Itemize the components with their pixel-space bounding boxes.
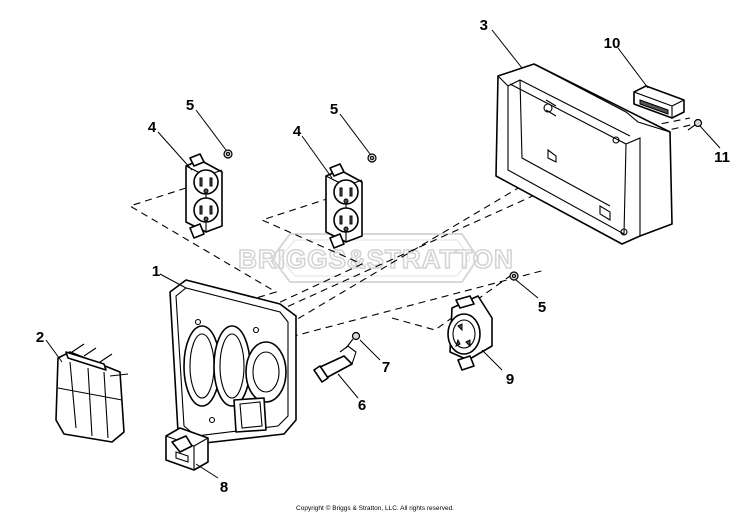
callout-11: 11 bbox=[714, 149, 730, 166]
part-5-nut-c bbox=[509, 271, 519, 281]
callout-5-left: 5 bbox=[186, 97, 194, 114]
callout-5-lower: 5 bbox=[538, 299, 546, 316]
part-5-nut-a bbox=[223, 149, 233, 159]
part-8-breaker bbox=[165, 427, 209, 471]
part-5-nut-b bbox=[367, 153, 377, 163]
part-3-housing bbox=[495, 63, 673, 245]
part-10-switch bbox=[633, 85, 685, 119]
part-7-screw bbox=[345, 331, 361, 349]
copyright-notice: Copyright © Briggs & Stratton, LLC. All … bbox=[296, 504, 454, 512]
callout-labels: 3 10 11 4 5 4 5 5 1 2 7 6 9 8 bbox=[36, 17, 730, 496]
part-2-cover bbox=[55, 343, 129, 443]
part-4-receptacle-right bbox=[325, 163, 363, 249]
callout-4-right: 4 bbox=[293, 123, 302, 140]
callout-4-left: 4 bbox=[148, 119, 157, 136]
part-1-faceplate bbox=[169, 279, 297, 445]
watermark-logo: BRIGGS&STRATTON bbox=[237, 233, 514, 283]
part-4-receptacle-left bbox=[185, 153, 223, 239]
callout-8: 8 bbox=[220, 479, 228, 496]
callout-2: 2 bbox=[36, 329, 44, 346]
callout-9: 9 bbox=[506, 371, 514, 388]
callout-5-right: 5 bbox=[330, 101, 338, 118]
callout-10: 10 bbox=[604, 35, 621, 52]
watermark-text: BRIGGS&STRATTON bbox=[238, 244, 513, 274]
callout-6: 6 bbox=[358, 397, 366, 414]
callout-1: 1 bbox=[152, 263, 160, 280]
callout-3: 3 bbox=[480, 17, 488, 34]
part-11-screw bbox=[687, 118, 703, 131]
part-9-twistlock bbox=[447, 295, 493, 371]
part-6-component bbox=[313, 345, 357, 383]
callout-7: 7 bbox=[382, 359, 390, 376]
leader-lines bbox=[45, 29, 721, 479]
